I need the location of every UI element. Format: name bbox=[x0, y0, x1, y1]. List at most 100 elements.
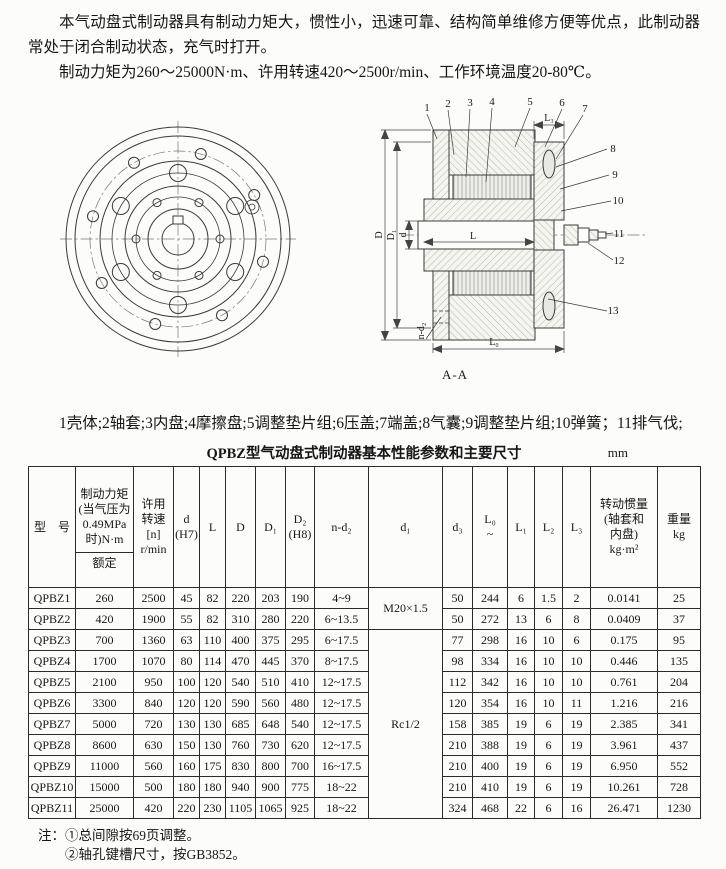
note-line: ②轴孔键槽尺寸，按GB3852。 bbox=[65, 847, 246, 862]
table-cell: 8600 bbox=[75, 734, 134, 756]
table-cell: 12~17.5 bbox=[314, 734, 369, 756]
table-cell: 203 bbox=[255, 587, 286, 609]
table-title-row: QPBZ型气动盘式制动器基本性能参数和主要尺寸 mm bbox=[28, 442, 700, 464]
table-cell: 6 bbox=[534, 608, 563, 630]
table-cell: 950 bbox=[133, 671, 174, 693]
dim-label-L: L bbox=[470, 231, 476, 242]
table-cell: 437 bbox=[657, 734, 701, 756]
technical-drawing: D D₁ d L L₀ L₃ n-d₂ A-A bbox=[0, 87, 726, 405]
table-cell: 720 bbox=[133, 713, 174, 735]
table-cell: 16 bbox=[507, 650, 535, 672]
table-cell: 8~17.5 bbox=[314, 650, 369, 672]
table-cell: 2 bbox=[562, 587, 591, 609]
table-cell: 0.761 bbox=[590, 671, 658, 693]
dim-label-L3: L₃ bbox=[544, 113, 554, 124]
table-cell: 1070 bbox=[133, 650, 174, 672]
parts-list: 1壳体;2轴套;3内盘;4摩擦盘;5调整垫片组;6压盖;7端盖;8气囊;9调整垫… bbox=[59, 415, 683, 432]
table-cell: 3300 bbox=[75, 692, 134, 714]
table-cell: 150 bbox=[173, 734, 200, 756]
table-cell: 12~17.5 bbox=[314, 713, 369, 735]
callout-number: 11 bbox=[614, 228, 625, 240]
table-cell: 760 bbox=[225, 734, 256, 756]
table-cell: 341 bbox=[657, 713, 701, 735]
note-line: 注：①总间隙按69页调整。 bbox=[38, 828, 200, 843]
table-cell: 82 bbox=[199, 587, 226, 609]
callout-number: 6 bbox=[559, 97, 565, 109]
table-cell: 900 bbox=[255, 776, 286, 798]
table-cell: 16 bbox=[507, 671, 535, 693]
table-cell: 45 bbox=[173, 587, 200, 609]
table-cell: 445 bbox=[255, 650, 286, 672]
table-cell: 375 bbox=[255, 629, 286, 651]
col-torque: 制动力矩 (当气压为 0.49MPa 时)N·m 额定 bbox=[75, 466, 134, 588]
table-cell: 830 bbox=[225, 755, 256, 777]
table-cell: 26.471 bbox=[590, 797, 658, 819]
table-cell: 730 bbox=[255, 734, 286, 756]
table-cell: 1105 bbox=[225, 797, 256, 819]
col-d3: d₃ bbox=[442, 466, 473, 588]
table-cell: M20×1.5 bbox=[368, 587, 443, 630]
table-cell: 8 bbox=[562, 608, 591, 630]
table-cell: 19 bbox=[562, 755, 591, 777]
table-cell: 354 bbox=[472, 692, 508, 714]
table-cell: 12~17.5 bbox=[314, 692, 369, 714]
table-cell: 16 bbox=[507, 629, 535, 651]
table-cell: 180 bbox=[199, 776, 226, 798]
table-cell: 19 bbox=[507, 776, 535, 798]
callout-number: 7 bbox=[582, 103, 588, 115]
table-cell: 728 bbox=[657, 776, 701, 798]
table-cell: 130 bbox=[173, 713, 200, 735]
table-cell: QPBZ5 bbox=[28, 671, 76, 693]
col-torque-sub-label: 额定 bbox=[76, 552, 133, 572]
table-cell: 204 bbox=[657, 671, 701, 693]
table-cell: 298 bbox=[472, 629, 508, 651]
table-cell: 370 bbox=[285, 650, 315, 672]
table-cell: 63 bbox=[173, 629, 200, 651]
callout-number: 5 bbox=[527, 96, 533, 108]
col-inertia: 转动惯量 (轴套和 内盘) kg·m² bbox=[590, 466, 658, 588]
table-cell: 50 bbox=[442, 608, 473, 630]
table-cell: 19 bbox=[507, 734, 535, 756]
table-cell: QPBZ7 bbox=[28, 713, 76, 735]
table-cell: 1065 bbox=[255, 797, 286, 819]
table-cell: 540 bbox=[225, 671, 256, 693]
table-cell: 77 bbox=[442, 629, 473, 651]
table-cell: 324 bbox=[442, 797, 473, 819]
table-cell: 1700 bbox=[75, 650, 134, 672]
table-cell: 775 bbox=[285, 776, 315, 798]
table-cell: 260 bbox=[75, 587, 134, 609]
table-cell: 25000 bbox=[75, 797, 134, 819]
table-cell: 10 bbox=[534, 671, 563, 693]
table-cell: 16~17.5 bbox=[314, 755, 369, 777]
table-cell: 272 bbox=[472, 608, 508, 630]
table-cell: 630 bbox=[133, 734, 174, 756]
table-cell: 540 bbox=[285, 713, 315, 735]
table-cell: 80 bbox=[173, 650, 200, 672]
table-cell: 648 bbox=[255, 713, 286, 735]
table-cell: 0.446 bbox=[590, 650, 658, 672]
table-cell: 4~9 bbox=[314, 587, 369, 609]
table-cell: 19 bbox=[507, 713, 535, 735]
table-cell: 6~13.5 bbox=[314, 608, 369, 630]
dimension-lines: D D₁ d L L₀ L₃ n-d₂ A-A bbox=[374, 113, 565, 382]
table-cell: 6 bbox=[534, 776, 563, 798]
callout-number: 12 bbox=[614, 255, 625, 267]
section-view-label: A-A bbox=[442, 367, 468, 382]
table-cell: QPBZ6 bbox=[28, 692, 76, 714]
table-cell: 5000 bbox=[75, 713, 134, 735]
table-cell: 0.0141 bbox=[590, 587, 658, 609]
table-cell: 130 bbox=[199, 734, 226, 756]
table-cell: 135 bbox=[657, 650, 701, 672]
col-d: d (H7) bbox=[173, 466, 200, 588]
table-cell: 112 bbox=[442, 671, 473, 693]
table-cell: 55 bbox=[173, 608, 200, 630]
table-cell: 120 bbox=[199, 692, 226, 714]
table-cell: 11 bbox=[562, 692, 591, 714]
table-cell: 1.216 bbox=[590, 692, 658, 714]
col-n-d2: n-d₂ bbox=[314, 466, 369, 588]
